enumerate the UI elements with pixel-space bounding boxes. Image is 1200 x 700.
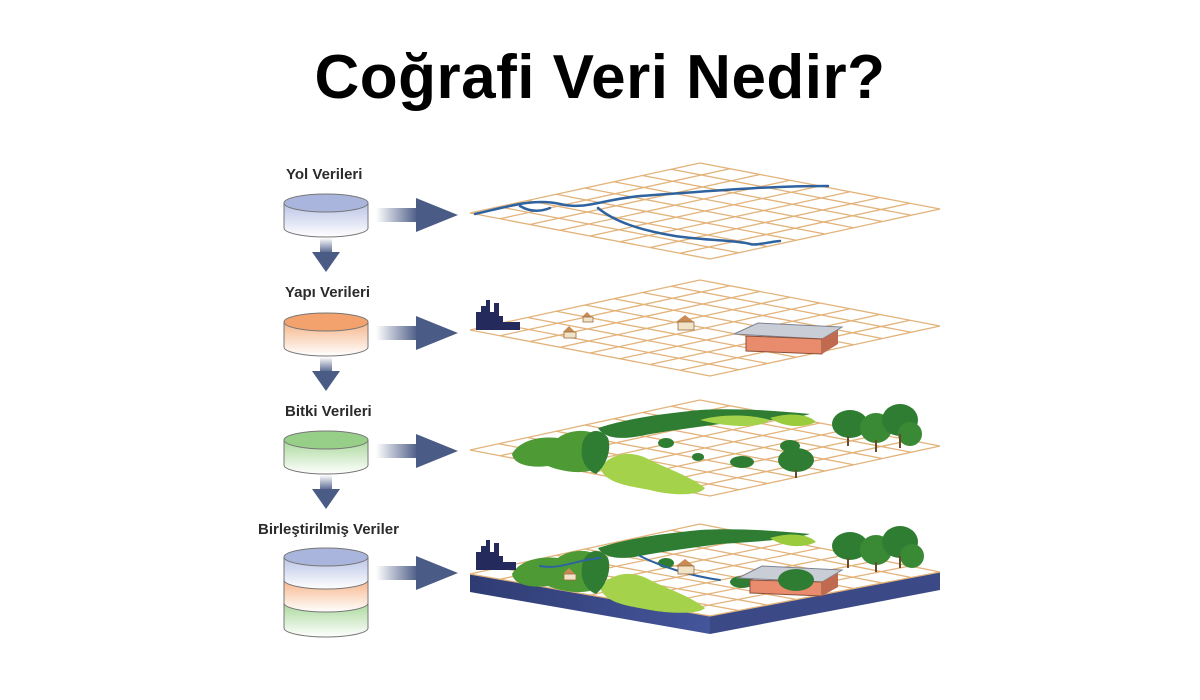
label-plant-data: Bitki Verileri [285,403,372,420]
page-title: Coğrafi Veri Nedir? [314,43,886,112]
database-building-icon [283,312,369,357]
road-lines [473,184,830,246]
database-combined-icon [283,547,369,638]
right-arrow-icon [376,316,458,350]
grid-line [613,181,854,229]
down-arrow-icon [312,357,340,391]
right-arrow-icon [376,198,458,232]
building-layer-grid [469,279,941,377]
vegetation-patches [512,409,816,495]
combined-layer-base [470,572,940,634]
right-arrow-icon [376,556,458,590]
grid-line [671,285,912,333]
grid-line [642,174,883,223]
combined-tree-cluster [832,526,924,572]
building-icons [476,300,844,355]
grid-line [671,168,912,216]
down-arrow-icon [312,238,340,272]
grid-line [709,445,941,497]
tree-cluster [832,404,922,452]
database-road-icon [283,193,369,238]
grid-line [679,202,911,254]
label-combined-data: Birleştirilmiş Veriler [258,521,399,538]
grid-line [699,279,941,327]
grid-line [589,185,821,237]
grid-line [649,433,881,486]
right-arrow-icon [376,434,458,468]
label-building-data: Yapı Verileri [285,284,371,301]
combined-vegetation [512,529,816,613]
grid-line [589,302,821,354]
combined-buildings [476,540,844,597]
down-arrow-icon [312,475,340,509]
grid-line [709,208,941,260]
database-plant-icon [283,430,369,475]
label-road-data: Yol Verileri [286,166,363,183]
grid-line [619,191,851,243]
combined-roads [539,555,721,581]
grid-line [649,196,881,249]
grid-line [642,291,883,340]
